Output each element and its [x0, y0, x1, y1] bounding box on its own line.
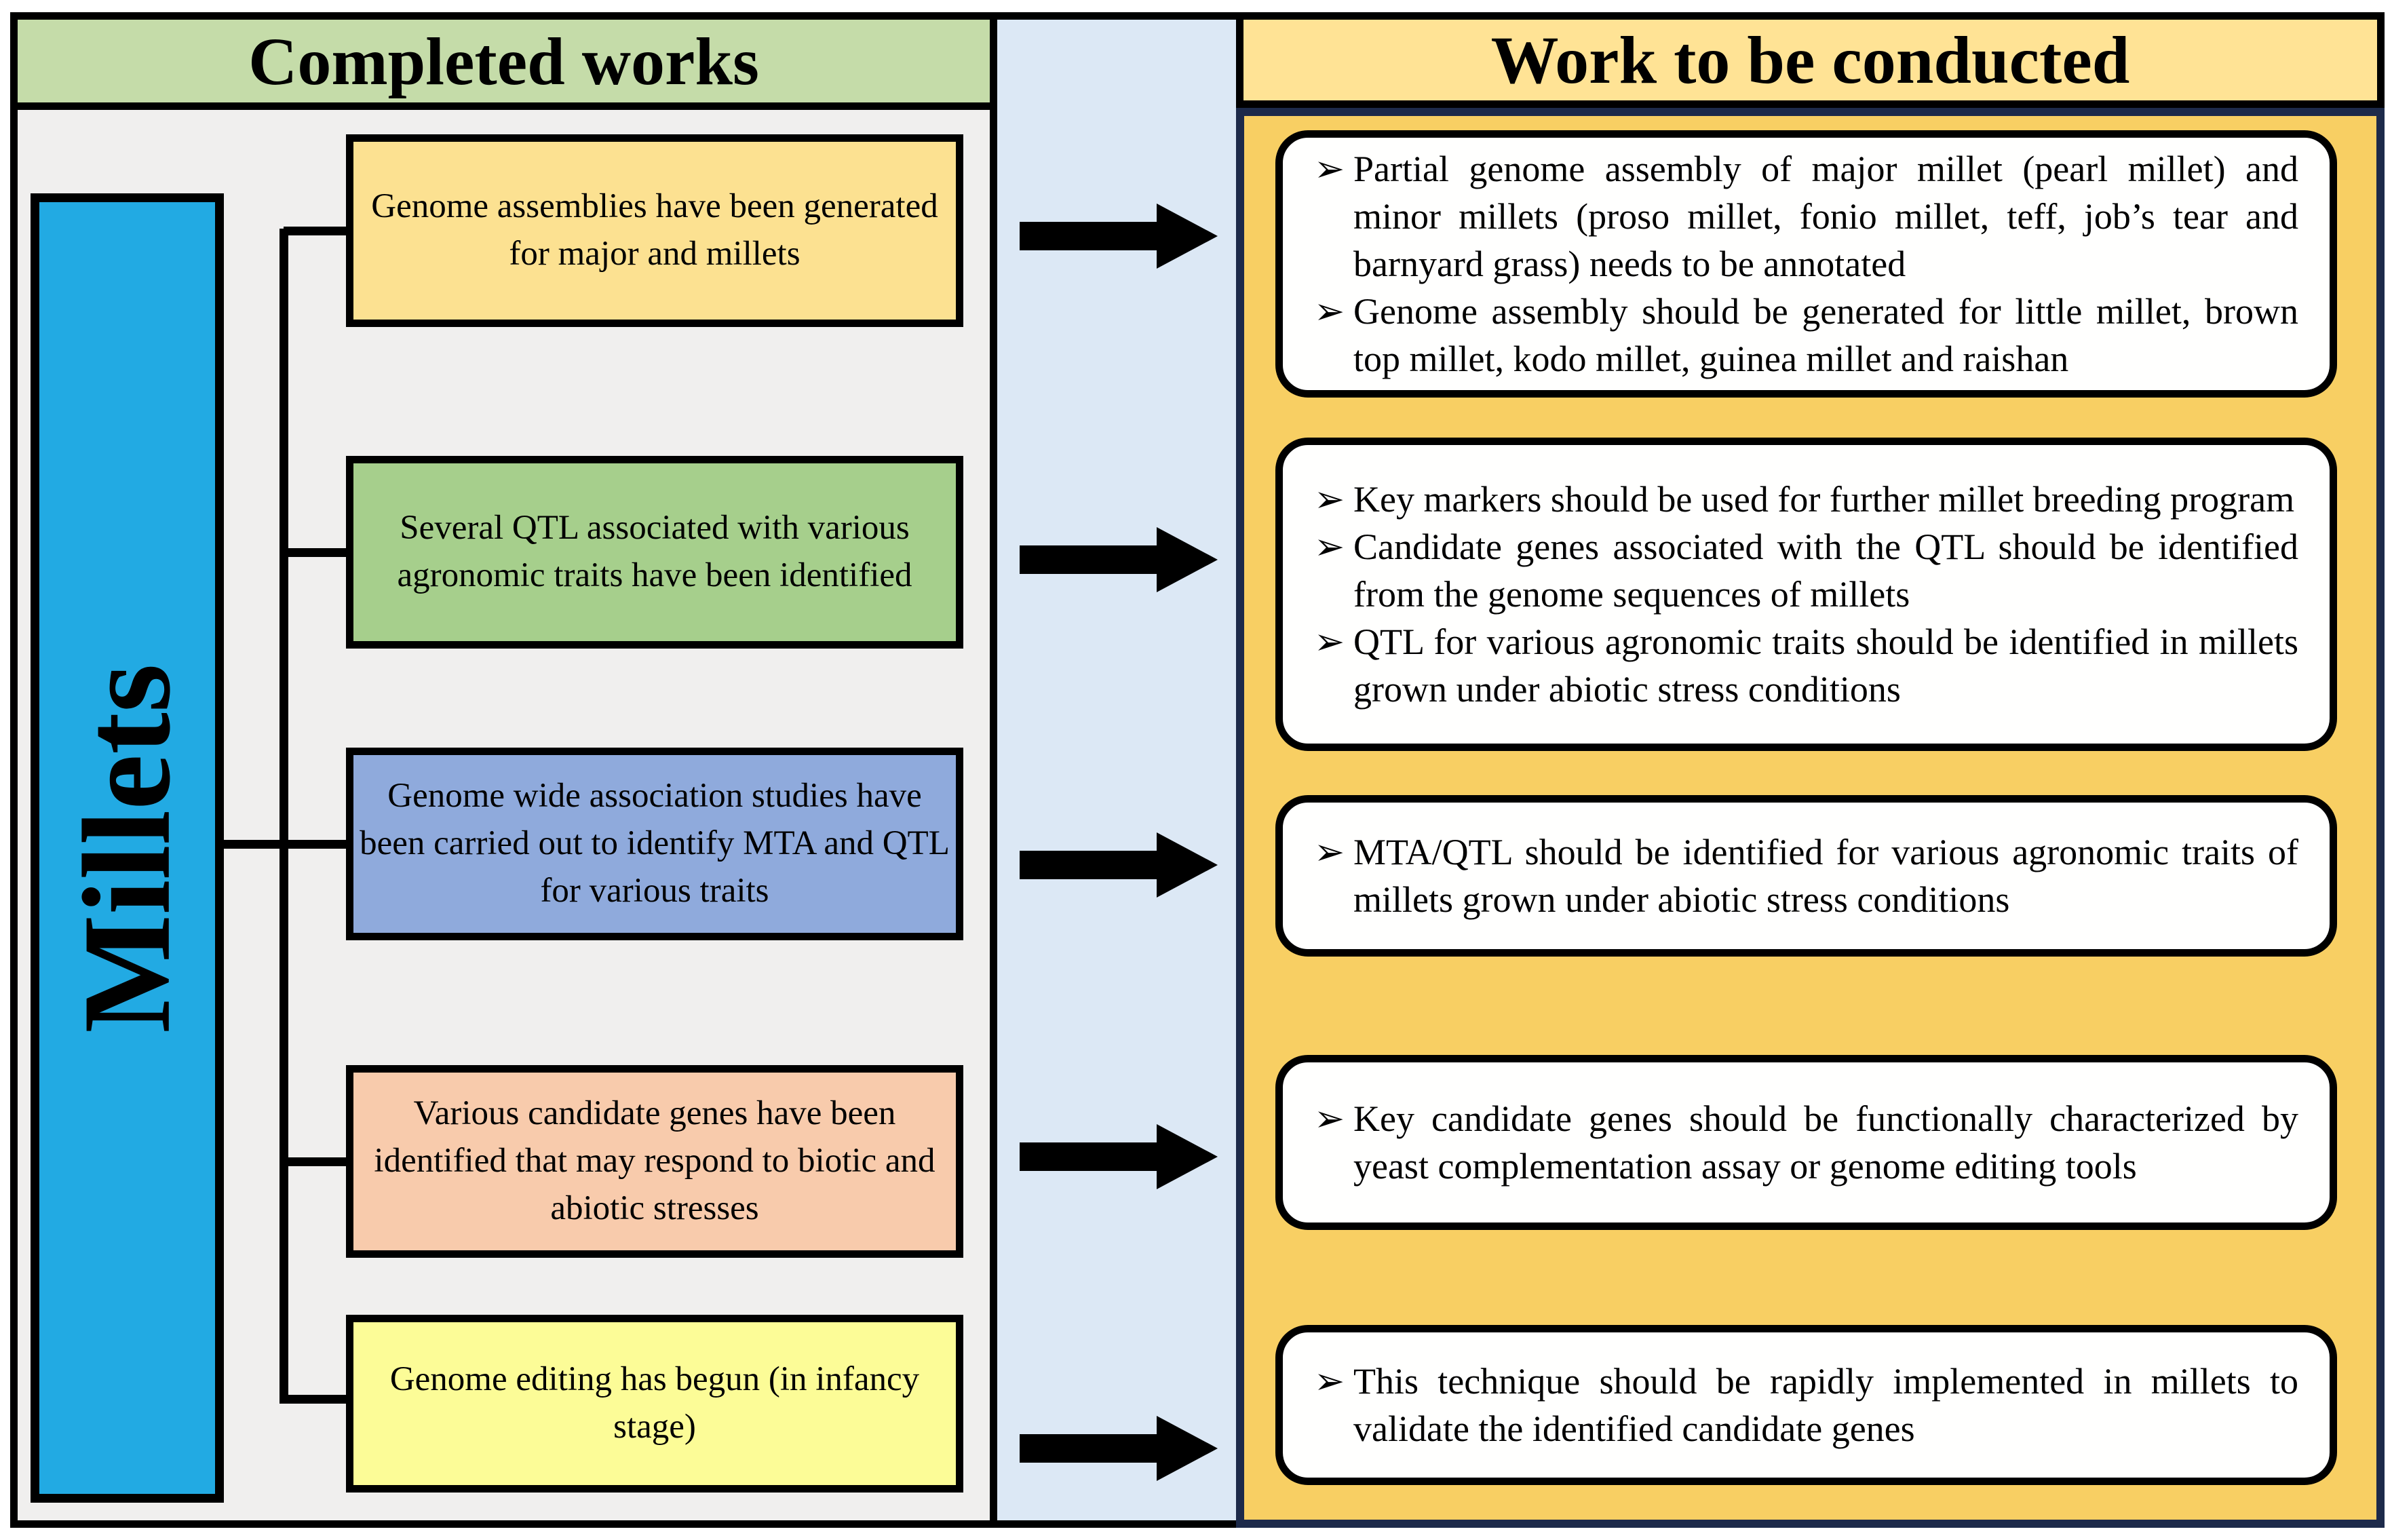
bullet-item: ➢ Key candidate genes should be function… — [1314, 1095, 2298, 1190]
completed-box-text: Genome editing has begun (in infancy sta… — [389, 1360, 920, 1446]
arrowhead-bullet-icon: ➢ — [1314, 831, 1345, 872]
bullet-text: Key markers should be used for further m… — [1353, 478, 2295, 520]
arrow-shaft — [1020, 545, 1157, 574]
arrowhead-bullet-icon: ➢ — [1314, 621, 1345, 663]
bullet-text: This technique should be rapidly impleme… — [1353, 1360, 2298, 1449]
bullet-text: Partial genome assembly of major millet … — [1353, 148, 2298, 284]
connector-branch-1 — [284, 227, 347, 235]
flow-arrow-4 — [1020, 1124, 1218, 1189]
todo-box-markers-qtl: ➢ Key markers should be used for further… — [1275, 438, 2337, 751]
bullet-item: ➢ Partial genome assembly of major mille… — [1314, 145, 2298, 288]
connector-trunk-line — [279, 229, 288, 1404]
todo-box-mta-qtl: ➢ MTA/QTL should be identified for vario… — [1275, 795, 2337, 957]
millets-root-node: Millets — [31, 193, 224, 1503]
todo-box-genome-assembly: ➢ Partial genome assembly of major mille… — [1275, 130, 2337, 398]
arrow-head-icon — [1157, 204, 1218, 269]
work-to-be-conducted-header: Work to be conducted — [1236, 12, 2385, 108]
connector-branch-2 — [284, 548, 347, 557]
arrowhead-bullet-icon: ➢ — [1314, 478, 1345, 520]
completed-box-genome-editing: Genome editing has begun (in infancy sta… — [346, 1315, 963, 1493]
bullet-item: ➢ Genome assembly should be generated fo… — [1314, 288, 2298, 383]
completed-box-text: Several QTL associated with various agro… — [397, 509, 912, 594]
bullet-text: Key candidate genes should be functional… — [1353, 1098, 2298, 1187]
arrow-head-icon — [1157, 1124, 1218, 1189]
arrow-head-icon — [1157, 527, 1218, 592]
flow-arrow-3 — [1020, 832, 1218, 898]
bullet-item: ➢ Key markers should be used for further… — [1314, 476, 2298, 523]
completed-box-gwas: Genome wide association studies have bee… — [346, 748, 963, 940]
bullet-text: MTA/QTL should be identified for various… — [1353, 831, 2298, 920]
bullet-text: Genome assembly should be generated for … — [1353, 291, 2298, 380]
completed-works-title: Completed works — [248, 23, 759, 99]
arrow-head-icon — [1157, 1416, 1218, 1481]
arrowhead-bullet-icon: ➢ — [1314, 1098, 1345, 1139]
arrow-shaft — [1020, 222, 1157, 250]
connector-branch-5 — [284, 1395, 347, 1404]
bullet-item: ➢ This technique should be rapidly imple… — [1314, 1358, 2298, 1452]
flow-arrow-2 — [1020, 527, 1218, 592]
todo-box-functional-characterization: ➢ Key candidate genes should be function… — [1275, 1055, 2337, 1230]
arrowhead-bullet-icon: ➢ — [1314, 291, 1345, 332]
flow-arrow-1 — [1020, 204, 1218, 269]
completed-box-genome-assemblies: Genome assemblies have been generated fo… — [346, 134, 963, 327]
work-to-be-conducted-title: Work to be conducted — [1490, 22, 2130, 98]
bullet-text: QTL for various agronomic traits should … — [1353, 621, 2298, 710]
bullet-item: ➢ MTA/QTL should be identified for vario… — [1314, 828, 2298, 923]
completed-box-text: Genome assemblies have been generated fo… — [371, 187, 938, 273]
completed-box-qtl-identified: Several QTL associated with various agro… — [346, 456, 963, 649]
arrowhead-bullet-icon: ➢ — [1314, 526, 1345, 567]
completed-box-text: Genome wide association studies have bee… — [360, 777, 950, 910]
connector-branch-4 — [284, 1157, 347, 1166]
arrowhead-bullet-icon: ➢ — [1314, 148, 1345, 189]
bullet-item: ➢ Candidate genes associated with the QT… — [1314, 523, 2298, 618]
completed-box-candidate-genes: Various candidate genes have been identi… — [346, 1065, 963, 1258]
completed-box-text: Various candidate genes have been identi… — [374, 1094, 935, 1227]
connector-branch-3 — [284, 840, 347, 849]
bullet-item: ➢ QTL for various agronomic traits shoul… — [1314, 618, 2298, 713]
flow-arrow-5 — [1020, 1416, 1218, 1481]
arrow-shaft — [1020, 1434, 1157, 1463]
todo-box-technique-implementation: ➢ This technique should be rapidly imple… — [1275, 1325, 2337, 1485]
arrowhead-bullet-icon: ➢ — [1314, 1360, 1345, 1402]
completed-works-header: Completed works — [10, 12, 997, 110]
arrow-shaft — [1020, 1142, 1157, 1171]
arrow-shaft — [1020, 851, 1157, 879]
arrow-head-icon — [1157, 832, 1218, 898]
connector-root-stub — [223, 840, 284, 849]
bullet-text: Candidate genes associated with the QTL … — [1353, 526, 2298, 615]
millets-root-label: Millets — [58, 663, 197, 1033]
